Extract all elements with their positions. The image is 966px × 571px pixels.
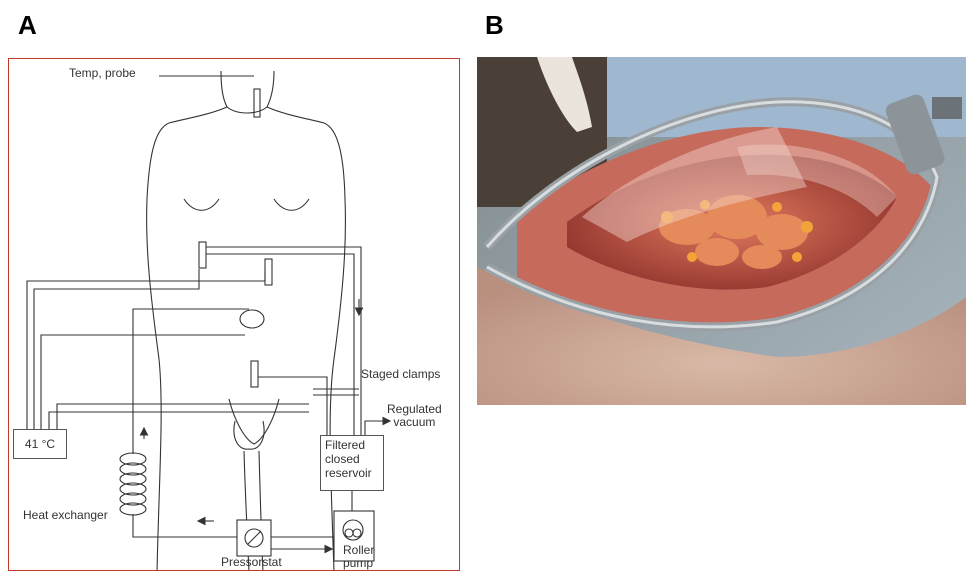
- pressorstat-label: Pressorstat: [221, 556, 282, 569]
- surgical-photo: [477, 57, 966, 405]
- panel-b-letter: B: [485, 10, 504, 41]
- neck-line: [227, 107, 267, 113]
- schematic-drawing: [9, 59, 460, 571]
- heat-exchanger-label: Heat exchanger: [23, 509, 108, 522]
- groin-outline: [229, 399, 279, 444]
- filtered-reservoir-box: Filtered closed reservoir: [320, 435, 384, 491]
- staged-clamps-label: Staged clamps: [361, 368, 440, 381]
- body-outline-right: [267, 71, 345, 571]
- heat-exchanger-coil: [120, 453, 146, 515]
- roller-pump-label: Roller pump: [343, 544, 374, 570]
- surgical-photo-illustration: [477, 57, 966, 405]
- abdominal-catheter-coil: [240, 310, 264, 328]
- chest-right: [274, 199, 309, 210]
- temp-probe-label: Temp, probe: [69, 67, 136, 80]
- panel-a-letter: A: [18, 10, 37, 41]
- regulated-vacuum-label: Regulated vacuum: [387, 403, 442, 429]
- temperature-box: 41 °C: [13, 429, 67, 459]
- chest-left: [184, 199, 219, 210]
- body-outline-left: [147, 71, 227, 571]
- hipec-schematic-diagram: Temp, probe Staged clamps Regulated vacu…: [8, 58, 460, 571]
